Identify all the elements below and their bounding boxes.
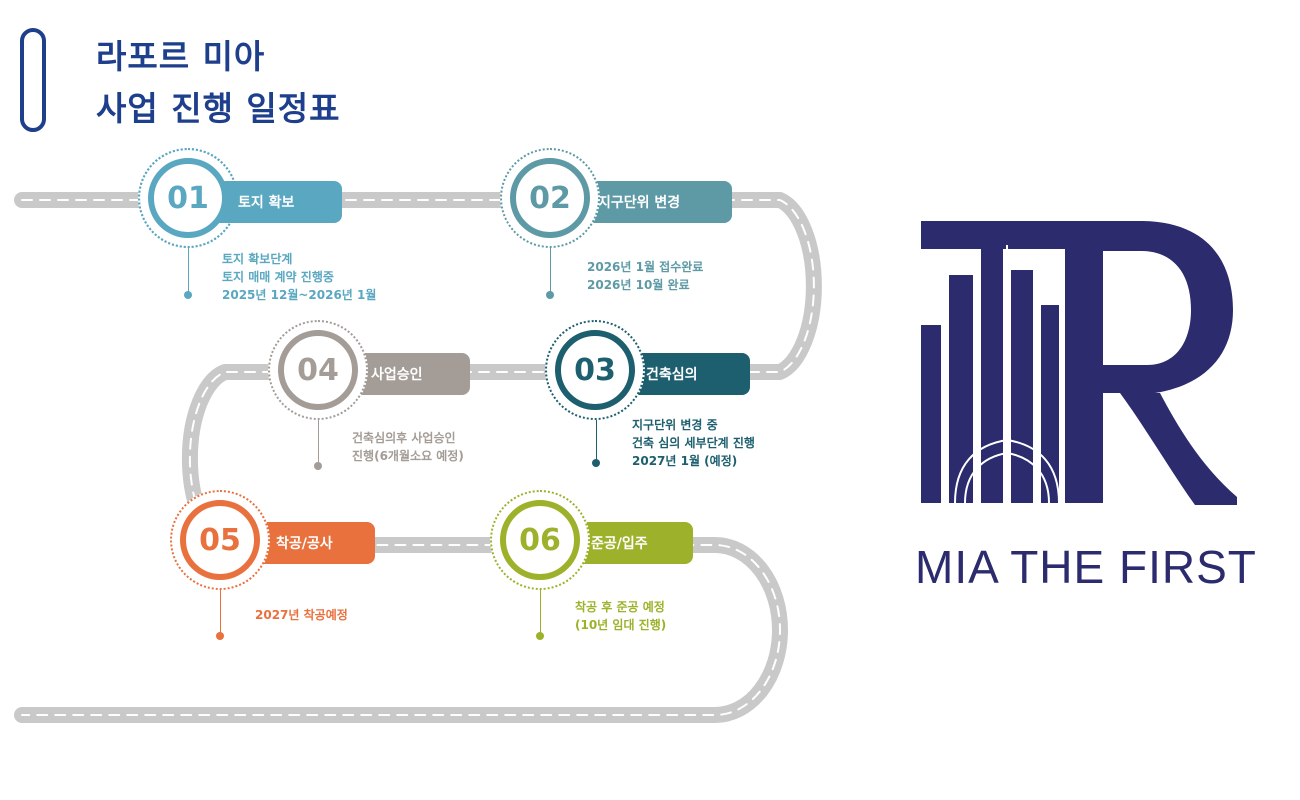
step-label-pill: 착공/공사 [250,522,375,564]
step-desc-line: 건축 심의 세부단계 진행 [632,436,755,450]
step-desc-line: 토지 매매 계약 진행중 [222,270,334,284]
title-bracket-icon [20,28,46,132]
step-dot [216,632,224,640]
step-desc-line: 토지 확보단계 [222,252,293,266]
step-desc-line: 2025년 12월~2026년 1월 [222,288,377,302]
brand-name: MIA THE FIRST [915,541,1257,593]
step-dot [592,459,600,467]
step-dot [314,462,322,470]
step-number: 04 [278,330,358,410]
step-stem [540,590,541,634]
step-description: 지구단위 변경 중 건축 심의 세부단계 진행 2027년 1월 (예정) [632,416,755,470]
step-stem [318,420,319,464]
step-description: 건축심의후 사업승인 진행(6개월소요 예정) [352,429,464,465]
road-center-line [21,199,815,716]
step-desc-line: (10년 임대 진행) [575,618,667,632]
step-desc-line: 착공 후 준공 예정 [575,600,665,614]
step-desc-line: 2026년 1월 접수완료 [587,260,704,274]
step-desc-line: 2027년 착공예정 [255,608,348,622]
step-description: 2027년 착공예정 [255,606,348,624]
step-stem [188,248,189,294]
step-dot [184,291,192,299]
step-desc-line: 진행(6개월소요 예정) [352,449,464,463]
step-desc-line: 건축심의후 사업승인 [352,431,456,445]
step-number: 02 [510,158,590,238]
title-line-1: 라포르 미아 [96,37,266,76]
mia-the-first-logo-icon [921,221,1237,505]
step-stem [220,590,221,634]
step-number: 06 [500,500,580,580]
step-stem [596,420,597,462]
step-desc-line: 2027년 1월 (예정) [632,454,738,468]
title-line-2: 사업 진행 일정표 [96,89,341,128]
step-description: 2026년 1월 접수완료 2026년 10월 완료 [587,258,703,294]
step-number: 03 [555,330,635,410]
step-description: 토지 확보단계 토지 매매 계약 진행중 2025년 12월~2026년 1월 [222,250,376,304]
step-dot [536,632,544,640]
step-dot [546,291,554,299]
step-number: 05 [180,500,260,580]
step-number: 01 [148,158,228,238]
step-stem [550,248,551,294]
step-desc-line: 지구단위 변경 중 [632,418,718,432]
step-description: 착공 후 준공 예정 (10년 임대 진행) [575,598,666,634]
step-desc-line: 2026년 10월 완료 [587,278,690,292]
step-ring-overlay [138,148,238,248]
